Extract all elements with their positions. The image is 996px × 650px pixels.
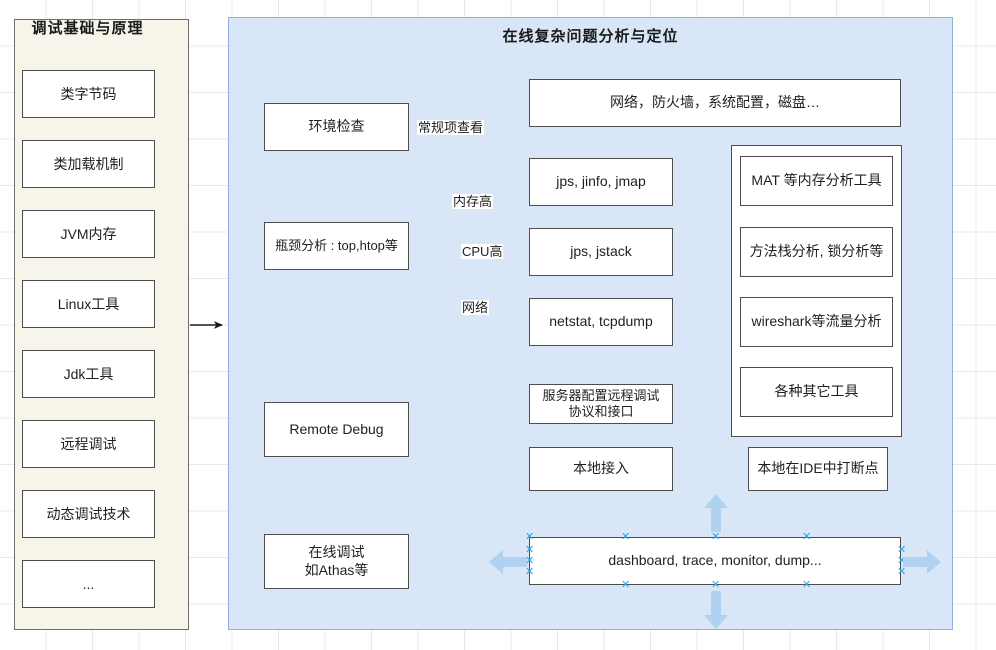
sidebar-item-dynamic-debug[interactable]: 动态调试技术 [22, 490, 155, 538]
selection-handle-s2[interactable]: ✕ [711, 579, 721, 591]
node-mat-memory-tools[interactable]: MAT 等内存分析工具 [740, 156, 893, 206]
direction-arrow-left[interactable] [487, 546, 529, 578]
node-bottleneck-analysis[interactable]: 瓶颈分析 : top,htop等 [264, 222, 409, 270]
direction-arrow-right[interactable] [901, 546, 943, 578]
direction-arrow-up[interactable] [700, 492, 732, 534]
node-env-check[interactable]: 环境检查 [264, 103, 409, 151]
node-netstat-tcpdump[interactable]: netstat, tcpdump [529, 298, 673, 346]
node-local-ide-breakpoint[interactable]: 本地在IDE中打断点 [748, 447, 888, 491]
selection-handle-e1[interactable]: ✕ [897, 544, 907, 556]
node-wireshark-traffic[interactable]: wireshark等流量分析 [740, 297, 893, 347]
selection-handle-n1[interactable]: ✕ [621, 531, 631, 543]
selection-handle-w2[interactable]: ✕ [525, 555, 535, 567]
selection-handle-e3[interactable]: ✕ [897, 566, 907, 578]
sidebar-item-bytecode[interactable]: 类字节码 [22, 70, 155, 118]
node-jps-jinfo-jmap[interactable]: jps, jinfo, jmap [529, 158, 673, 206]
node-server-remote-config[interactable]: 服务器配置远程调试 协议和接口 [529, 384, 673, 424]
sidebar-item-jvm-memory[interactable]: JVM内存 [22, 210, 155, 258]
sidebar-item-classloader[interactable]: 类加载机制 [22, 140, 155, 188]
node-jps-jstack[interactable]: jps, jstack [529, 228, 673, 276]
selection-handle-n3[interactable]: ✕ [802, 531, 812, 543]
selection-handle-s1[interactable]: ✕ [621, 579, 631, 591]
node-server-remote-config-line1: 服务器配置远程调试 [542, 387, 660, 403]
node-online-debug-line2: 如Athas等 [304, 561, 369, 578]
selection-handle-w3[interactable]: ✕ [525, 566, 535, 578]
sidebar-item-remote-debug[interactable]: 远程调试 [22, 420, 155, 468]
node-network-firewall[interactable]: 网络，防火墙，系统配置，磁盘… [529, 79, 901, 127]
edge-label-memory-high: 内存高 [452, 194, 494, 209]
node-online-debug[interactable]: 在线调试 如Athas等 [264, 534, 409, 589]
selection-handle-e2[interactable]: ✕ [897, 555, 907, 567]
selection-handle-w1[interactable]: ✕ [525, 544, 535, 556]
direction-arrow-down[interactable] [700, 589, 732, 631]
node-other-tools[interactable]: 各种其它工具 [740, 367, 893, 417]
selection-handle-n2[interactable]: ✕ [711, 531, 721, 543]
node-stack-lock-analysis[interactable]: 方法栈分析, 锁分析等 [740, 227, 893, 277]
analysis-panel-title: 在线复杂问题分析与定位 [502, 28, 679, 45]
selection-handle-nw[interactable]: ✕ [525, 531, 535, 543]
sidebar-title: 调试基础与原理 [31, 20, 144, 37]
sidebar-item-more[interactable]: ... [22, 560, 155, 608]
edge-label-cpu-high: CPU高 [461, 244, 504, 259]
node-remote-debug[interactable]: Remote Debug [264, 402, 409, 457]
edge-label-network: 网络 [461, 300, 490, 315]
sidebar-item-linux-tools[interactable]: Linux工具 [22, 280, 155, 328]
node-dashboard-trace-monitor[interactable]: dashboard, trace, monitor, dump... [529, 537, 901, 585]
sidebar-item-jdk-tools[interactable]: Jdk工具 [22, 350, 155, 398]
node-server-remote-config-line2: 协议和接口 [568, 404, 634, 419]
node-online-debug-line1: 在线调试 [308, 544, 365, 560]
node-local-access[interactable]: 本地接入 [529, 447, 673, 491]
edge-label-routine-check: 常规项查看 [417, 120, 485, 135]
selection-handle-s3[interactable]: ✕ [802, 579, 812, 591]
